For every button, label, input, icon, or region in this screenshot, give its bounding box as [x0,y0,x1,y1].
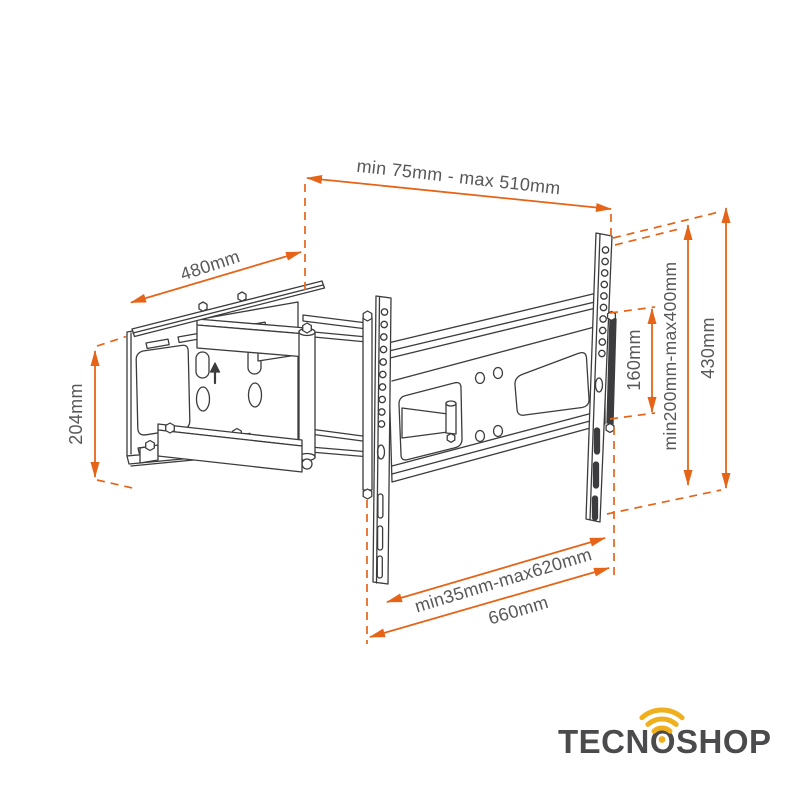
dim-bar-width [369,567,610,638]
wifi-signal-icon [639,707,685,743]
keyhole-slot [195,351,210,379]
crossbar-cutout-left [398,381,463,461]
arm-pivot [401,400,457,443]
dimension-lines [90,175,731,644]
dim-extension [306,175,612,212]
label-vesa-vertical: min200mm-max400mm [660,262,680,451]
right-vesa-rail [585,232,617,523]
articulating-arm-lower [157,422,303,473]
label-plate-height: 204mm [66,383,86,445]
extension-dashed-lines [96,184,722,644]
articulating-arm-upper [196,318,307,358]
crossbar-cutout-right [514,352,590,416]
label-hole-spacing: 160mm [624,329,644,391]
label-bar-width: 660mm [486,592,551,629]
crossbar [387,292,606,483]
arm-elbow-column [298,322,316,470]
tecnoshop-logo: TECNOSHOP [558,707,771,760]
up-arrow-icon [209,362,221,385]
dim-plate-width [130,251,302,304]
left-vesa-rail [362,295,392,585]
label-rail-height: 430mm [698,317,718,379]
label-extension: min 75mm - max 510mm [356,156,562,199]
